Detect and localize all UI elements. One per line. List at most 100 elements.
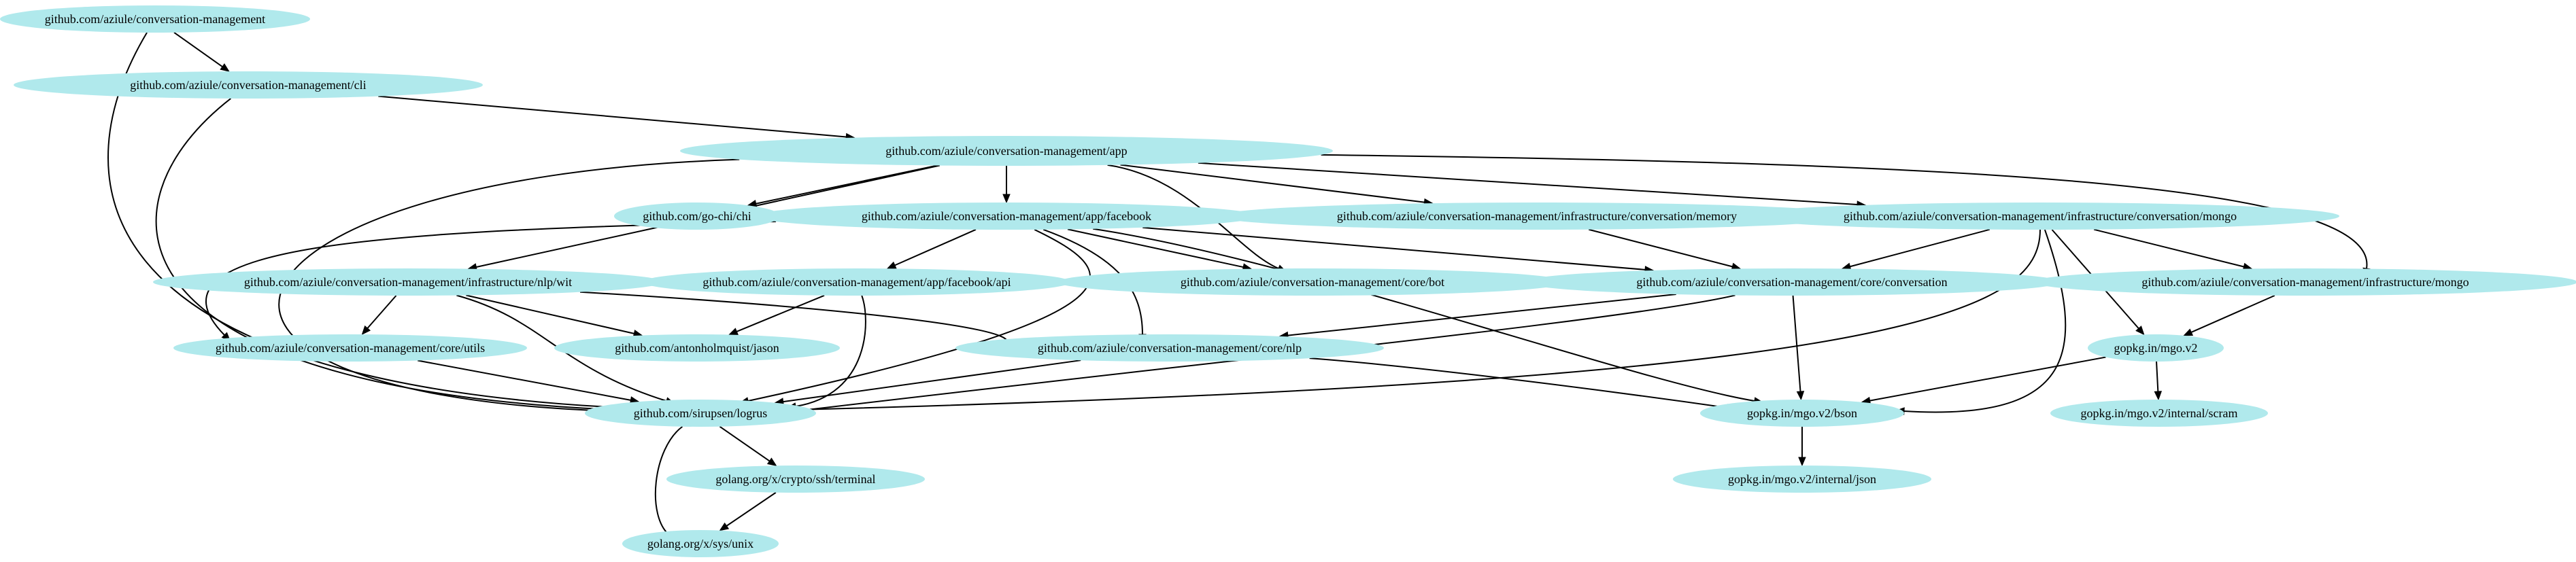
node-cm: github.com/aziule/conversation-managemen… — [0, 5, 310, 33]
edge-line — [1142, 226, 1646, 270]
edge-logrus-to-terminal — [719, 425, 777, 466]
node-ellipse — [2088, 334, 2224, 362]
edge-app-to-chi — [747, 164, 938, 208]
arrowhead — [2135, 326, 2145, 336]
node-ellipse — [2033, 268, 2576, 296]
edge-line — [456, 294, 667, 402]
edge-line — [1589, 228, 1733, 268]
node-label: github.com/go-chi/chi — [643, 209, 751, 223]
node-ellipse — [643, 268, 1071, 296]
edge-line — [654, 425, 683, 536]
node-label: github.com/aziule/conversation-managemen… — [130, 78, 366, 92]
edge-line — [417, 359, 631, 401]
edge-line — [736, 294, 825, 332]
node-label: gopkg.in/mgo.v2/bson — [1747, 406, 1857, 420]
edge-line — [1198, 162, 1858, 206]
node-label: github.com/aziule/conversation-managemen… — [862, 209, 1151, 223]
node-mem: github.com/aziule/conversation-managemen… — [1217, 203, 1857, 230]
node-utils: github.com/aziule/conversation-managemen… — [173, 334, 527, 362]
arrowhead — [361, 325, 371, 336]
arrowhead — [719, 522, 730, 531]
edge-fb-to-bot — [1067, 228, 1253, 271]
node-conv: github.com/aziule/conversation-managemen… — [1523, 268, 2061, 296]
node-icmongo: github.com/aziule/conversation-managemen… — [1741, 203, 2339, 230]
edge-line — [107, 32, 623, 408]
edge-line — [1321, 154, 2368, 269]
node-bson: gopkg.in/mgo.v2/bson — [1700, 400, 1904, 427]
arrowhead — [728, 328, 739, 336]
node-bot: github.com/aziule/conversation-managemen… — [1057, 268, 1567, 296]
arrowhead — [886, 261, 897, 269]
arrowhead — [766, 457, 777, 466]
node-label: github.com/aziule/conversation-managemen… — [244, 275, 572, 289]
edge-nlp-to-bson — [1309, 357, 1737, 412]
node-imongo: github.com/aziule/conversation-managemen… — [2033, 268, 2576, 296]
edge-line — [173, 32, 223, 67]
node-ellipse — [1700, 400, 1904, 427]
node-ellipse — [1057, 268, 1567, 296]
edge-mem-to-conv — [1589, 228, 1742, 270]
node-wit: github.com/aziule/conversation-managemen… — [153, 268, 663, 296]
node-ellipse — [1741, 203, 2339, 230]
edge-wit-to-utils — [361, 295, 397, 336]
node-scram: gopkg.in/mgo.v2/internal/scram — [2050, 400, 2268, 427]
edge-line — [2156, 361, 2159, 392]
edge-wit-to-jason — [466, 294, 643, 338]
edge-line — [1903, 229, 2067, 413]
edge-line — [756, 164, 938, 205]
arrowhead — [220, 63, 230, 72]
node-ellipse — [2050, 400, 2268, 427]
node-terminal: golang.org/x/crypto/ssh/terminal — [666, 466, 925, 493]
edge-line — [894, 228, 977, 266]
arrowhead — [2183, 328, 2194, 336]
edge-mgo-to-bson — [1861, 356, 2106, 405]
edge-line — [783, 359, 1081, 403]
node-ellipse — [153, 268, 663, 296]
edge-line — [205, 221, 777, 336]
node-label: gopkg.in/mgo.v2/internal/scram — [2081, 406, 2238, 420]
node-ellipse — [585, 400, 816, 427]
edge-line — [795, 229, 2041, 410]
node-ellipse — [14, 71, 483, 99]
node-unix: golang.org/x/sys/unix — [622, 530, 779, 557]
node-ellipse — [554, 334, 840, 362]
node-mgo: gopkg.in/mgo.v2 — [2088, 334, 2224, 362]
arrowhead — [2154, 391, 2163, 401]
edge-line — [579, 291, 1008, 344]
edge-line — [795, 294, 1735, 412]
graph-nodes: github.com/aziule/conversation-managemen… — [0, 5, 2576, 557]
node-label: github.com/antonholmquist/jason — [615, 341, 779, 355]
node-ellipse — [1523, 268, 2061, 296]
node-logrus: github.com/sirupsen/logrus — [585, 400, 816, 427]
node-ellipse — [622, 530, 779, 557]
node-label: github.com/aziule/conversation-managemen… — [1636, 275, 1947, 289]
node-label: gopkg.in/mgo.v2 — [2114, 341, 2197, 355]
node-jason: github.com/antonholmquist/jason — [554, 334, 840, 362]
edge-line — [1869, 356, 2106, 402]
node-ellipse — [1673, 466, 1931, 493]
edge-fb-to-fbapi — [886, 228, 977, 269]
edge-line — [1850, 228, 1990, 268]
edge-terminal-to-unix — [719, 491, 777, 531]
edge-line — [2190, 294, 2275, 333]
edge-cli-to-app — [378, 95, 855, 141]
arrowhead — [1002, 194, 1011, 204]
edge-line — [1067, 228, 1244, 268]
edge-cm-to-cli — [173, 32, 230, 72]
node-ijson: gopkg.in/mgo.v2/internal/json — [1673, 466, 1931, 493]
node-label: github.com/aziule/conversation-managemen… — [1337, 209, 1737, 223]
edge-line — [466, 294, 634, 334]
edge-line — [1309, 357, 1728, 408]
edge-icmongo-to-imongo — [2093, 228, 2253, 270]
node-fbapi: github.com/aziule/conversation-managemen… — [643, 268, 1071, 296]
arrowhead — [1798, 457, 1806, 467]
node-ellipse — [173, 334, 527, 362]
node-ellipse — [614, 203, 780, 230]
node-ellipse — [1217, 203, 1857, 230]
edge-line — [2093, 228, 2244, 268]
edge-line — [1120, 164, 1425, 203]
node-label: golang.org/x/crypto/ssh/terminal — [715, 472, 875, 486]
edge-app-to-icmongo — [1198, 162, 1867, 209]
arrowhead — [1796, 391, 1805, 401]
